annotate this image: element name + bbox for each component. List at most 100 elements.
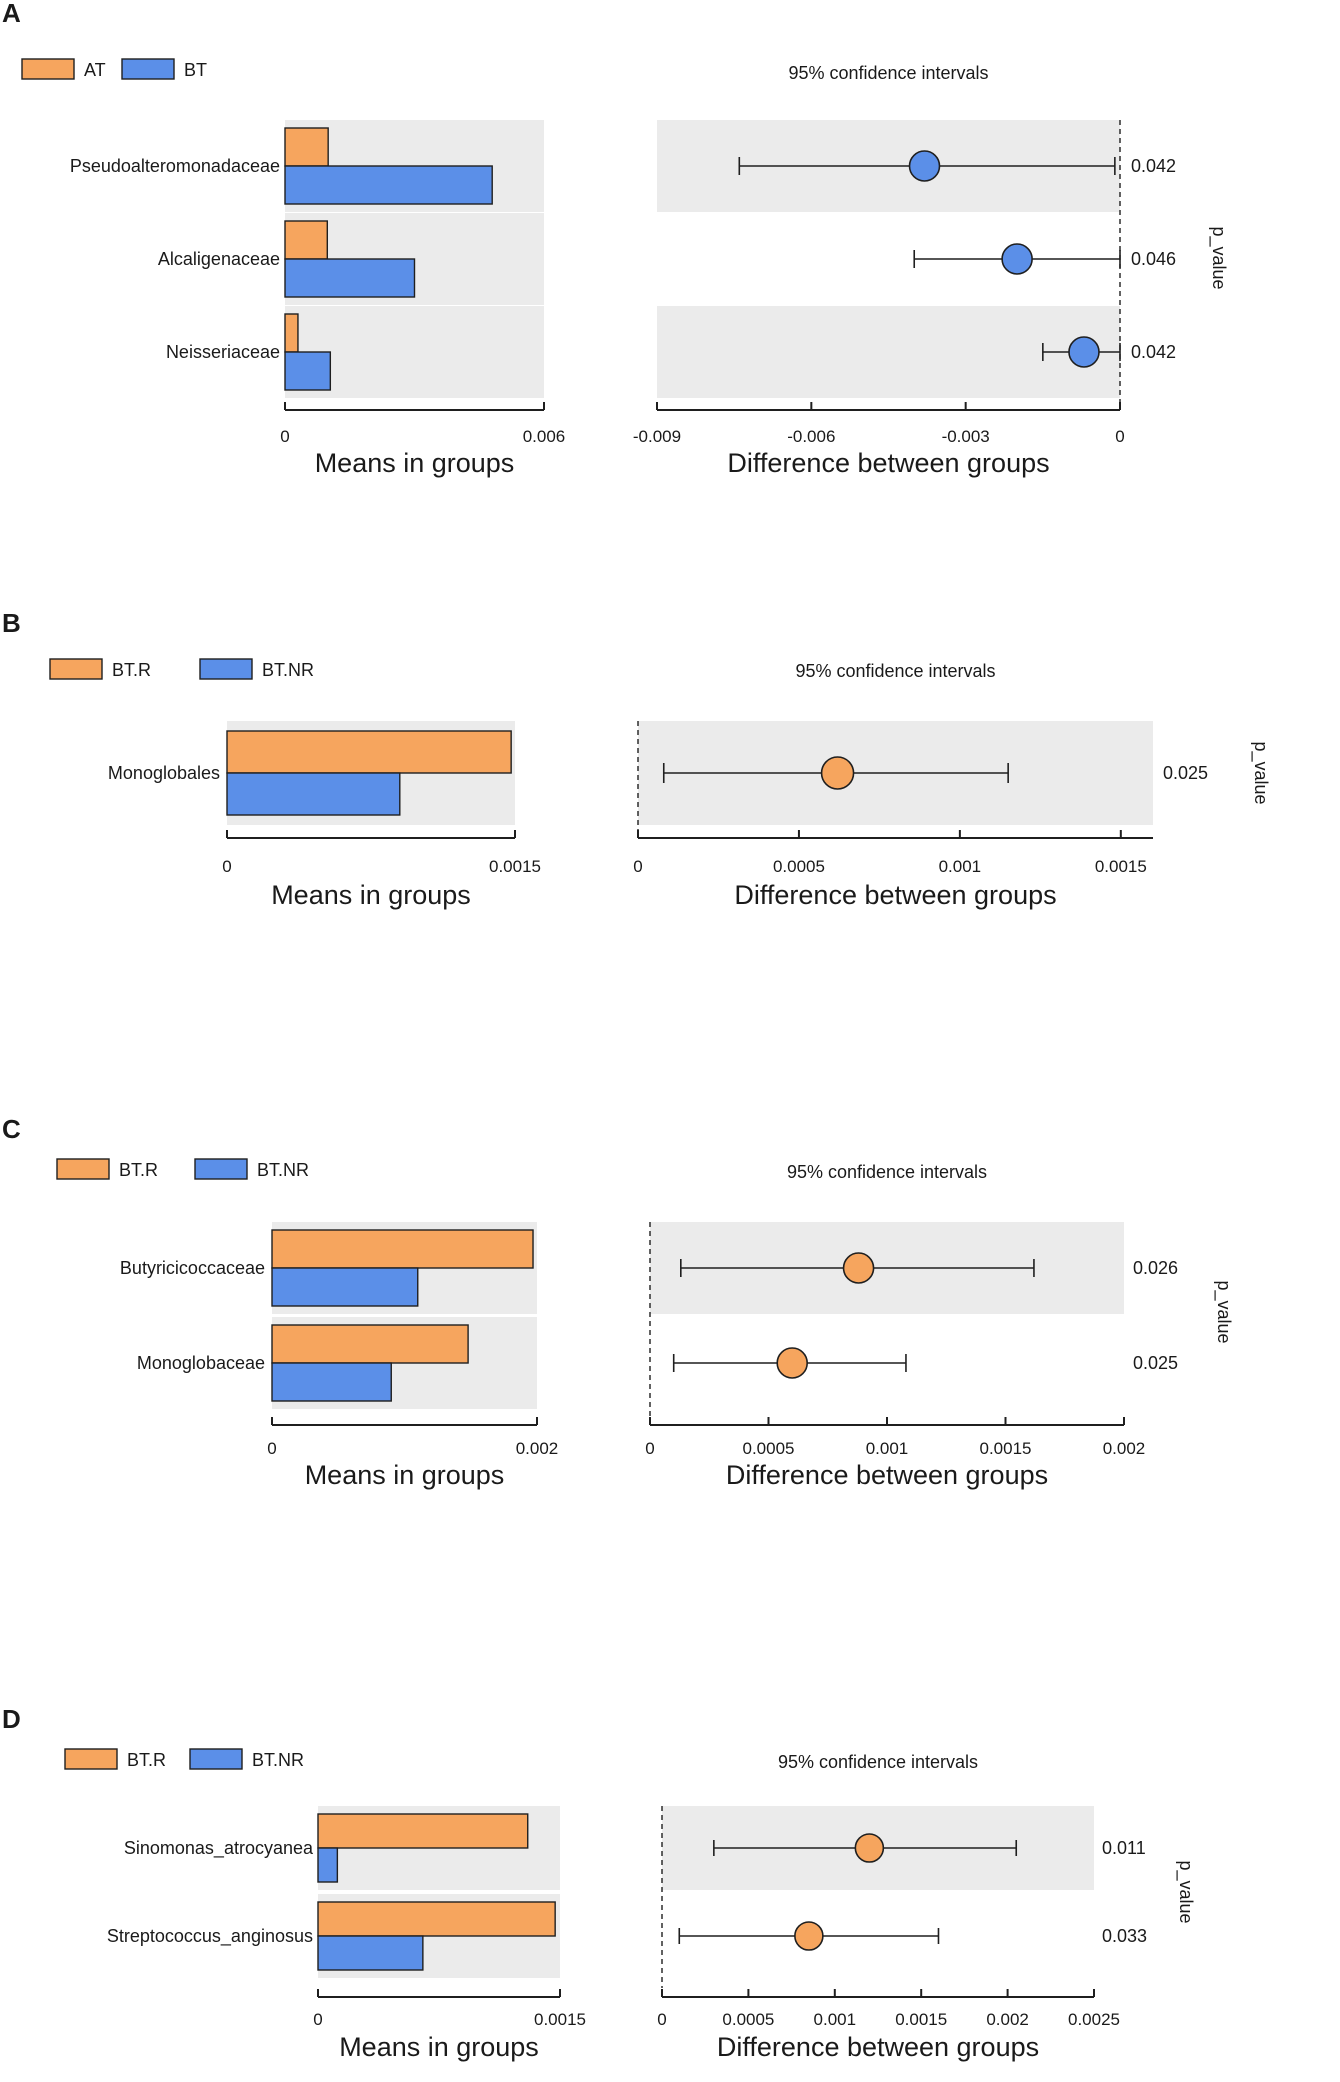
mean-bar [271,1324,469,1364]
ci-tick-label: 0.0015 [895,2010,947,2029]
mean-bar [317,1901,556,1937]
ci-tick-label: 0.001 [866,1439,909,1458]
mean-bar [271,1267,419,1307]
panel-label: B [2,608,21,638]
legend-label: BT.NR [257,1160,309,1180]
means-axis-title: Means in groups [315,448,515,478]
ci-tick-label: 0.0015 [1095,857,1147,876]
panel-d: D BT.R BT.NR Sinomonas_atrocyaneaStreptococ… [2,1704,1196,2062]
means-tick-label: 0 [222,857,231,876]
panel-label: D [2,1704,21,1734]
ci-tick-label: 0.002 [986,2010,1029,2029]
legend-swatch [21,58,75,80]
panel-a: A AT BT PseudoalteromonadaceaeAlcaligenacea… [2,0,1229,478]
legend-swatch [49,658,103,680]
means-axis-title: Means in groups [271,880,471,910]
means-tick-label: 0.0015 [489,857,541,876]
ci-axis-title: Difference between groups [727,448,1049,478]
ci-tick-label: 0.001 [814,2010,857,2029]
category-label: Monoglobales [108,763,220,783]
mean-bar [317,1847,339,1883]
difference-point [1068,336,1100,368]
legend-label: BT.NR [252,1750,304,1770]
ci-tick-label: 0.002 [1103,1439,1146,1458]
p-value-label: 0.025 [1133,1353,1178,1373]
mean-bar [284,313,299,353]
means-tick-label: 0 [280,427,289,446]
difference-point [820,756,855,790]
legend-label: BT.R [127,1750,166,1770]
category-label: Monoglobaceae [137,1353,265,1373]
mean-bar [271,1229,534,1269]
means-axis-title: Means in groups [305,1460,505,1490]
p-value-axis-label: p_value [1208,226,1229,289]
category-label: Alcaligenaceae [158,249,280,269]
category-label: Sinomonas_atrocyanea [124,1838,314,1859]
ci-title: 95% confidence intervals [778,1752,978,1772]
p-value-label: 0.033 [1102,1926,1147,1946]
difference-point [908,150,941,182]
mean-bar [284,165,493,205]
difference-point [794,1921,824,1951]
ci-tick-label: -0.006 [787,427,835,446]
p-value-label: 0.026 [1133,1258,1178,1278]
difference-point [776,1347,809,1379]
mean-bar [271,1362,392,1402]
legend-swatch [194,1158,248,1180]
mean-bar [284,220,329,260]
panel-label: C [2,1114,21,1144]
ci-tick-label: 0.0005 [743,1439,795,1458]
ci-title: 95% confidence intervals [795,661,995,681]
means-tick-label: 0.002 [516,1439,559,1458]
legend-swatch [121,58,175,80]
means-tick-label: 0 [313,2010,322,2029]
legend-swatch [199,658,253,680]
legend-swatch [189,1748,243,1770]
legend-label: BT.R [119,1160,158,1180]
ci-title: 95% confidence intervals [788,63,988,83]
means-tick-label: 0 [267,1439,276,1458]
p-value-axis-label: p_value [1175,1860,1196,1923]
ci-tick-label: 0.0025 [1068,2010,1120,2029]
p-value-label: 0.011 [1102,1838,1146,1858]
mean-bar [284,127,329,167]
legend-swatch [64,1748,118,1770]
ci-tick-label: -0.003 [942,427,990,446]
p-value-label: 0.042 [1131,342,1176,362]
ci-tick-label: -0.009 [633,427,681,446]
ci-tick-label: 0.0005 [722,2010,774,2029]
ci-tick-label: 0 [1115,427,1124,446]
ci-tick-label: 0.0005 [773,857,825,876]
category-label: Streptococcus_anginosus [107,1926,313,1947]
ci-tick-label: 0.001 [939,857,982,876]
means-tick-label: 0.0015 [534,2010,586,2029]
p-value-label: 0.046 [1131,249,1176,269]
mean-bar [226,772,401,816]
mean-bar [284,258,416,298]
panel-c: C BT.R BT.NR ButyricicoccaceaeMonoglobaceae… [2,1114,1234,1490]
p-value-label: 0.042 [1131,156,1176,176]
ci-axis-title: Difference between groups [734,880,1056,910]
legend-label: AT [84,60,106,80]
panel-label: A [2,0,21,28]
p-value-axis-label: p_value [1213,1280,1234,1343]
p-value-axis-label: p_value [1250,741,1271,804]
category-label: Butyricicoccaceae [120,1258,265,1278]
legend-swatch [56,1158,110,1180]
ci-tick-label: 0 [657,2010,666,2029]
ci-tick-label: 0 [645,1439,654,1458]
mean-bar [317,1813,529,1849]
category-label: Pseudoalteromonadaceae [70,156,280,176]
category-label: Neisseriaceae [166,342,280,362]
mean-bar [284,351,332,391]
p-value-label: 0.025 [1163,763,1208,783]
means-tick-label: 0.006 [523,427,566,446]
legend-label: BT.R [112,660,151,680]
legend-label: BT.NR [262,660,314,680]
ci-tick-label: 0.0015 [980,1439,1032,1458]
legend-label: BT [184,60,207,80]
ci-title: 95% confidence intervals [787,1162,987,1182]
ci-tick-label: 0 [633,857,642,876]
